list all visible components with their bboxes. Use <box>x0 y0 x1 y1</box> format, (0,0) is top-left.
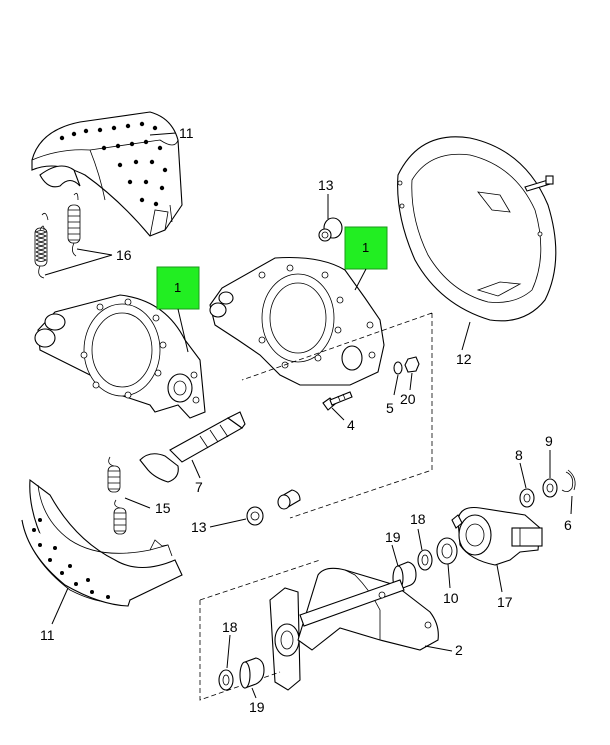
callout-9: 9 <box>545 433 553 449</box>
callout-8: 8 <box>515 447 523 463</box>
brake-spider-right <box>209 257 385 386</box>
nut-20 <box>404 356 420 373</box>
brake-spider-left <box>34 294 206 419</box>
callout-6: 6 <box>564 517 572 533</box>
bolt-4 <box>322 391 353 411</box>
bushing-19-mid <box>392 561 417 591</box>
seal-18-mid <box>417 549 433 571</box>
callout-15: 15 <box>155 500 171 516</box>
callout-13-bottom: 13 <box>191 519 207 535</box>
callout-1-right: 1 <box>362 240 369 255</box>
callout-5: 5 <box>386 400 394 416</box>
springs-15 <box>107 456 127 535</box>
highlight-box-1-right <box>344 226 388 270</box>
brake-shoe-bottom <box>21 478 183 607</box>
callout-20: 20 <box>400 391 416 407</box>
callout-7: 7 <box>195 479 203 495</box>
callout-11-top: 11 <box>179 125 194 141</box>
dust-shield-12 <box>397 136 557 322</box>
callout-19-bottom: 19 <box>249 699 265 715</box>
camshaft-7 <box>139 411 246 483</box>
snap-ring-6 <box>561 469 576 492</box>
callout-1-left: 1 <box>174 280 181 295</box>
bushing-19-bottom <box>239 657 265 689</box>
callout-10: 10 <box>443 590 459 606</box>
washer-5 <box>393 361 403 375</box>
callout-18-bottom: 18 <box>222 619 238 635</box>
callout-4: 4 <box>347 417 355 433</box>
bushing-13-top <box>318 217 343 242</box>
bushing-13-bottom <box>246 489 301 526</box>
callout-2: 2 <box>455 642 463 658</box>
callout-17: 17 <box>497 594 513 610</box>
callout-19-mid: 19 <box>385 529 401 545</box>
washer-9 <box>542 478 558 498</box>
callout-11-bottom: 11 <box>40 627 55 643</box>
camshaft-bracket-2 <box>269 567 439 691</box>
highlight-box-1-left <box>156 266 200 310</box>
callout-13-top: 13 <box>318 177 334 193</box>
callout-18-mid: 18 <box>410 511 426 527</box>
brake-shoe-top <box>31 111 183 237</box>
seal-18-bottom <box>218 669 234 691</box>
washer-10 <box>436 537 458 565</box>
callout-12: 12 <box>456 351 472 367</box>
callout-16: 16 <box>116 247 132 263</box>
return-springs-16 <box>34 192 81 279</box>
assembly-line-upper <box>241 312 433 519</box>
washer-8 <box>519 488 535 508</box>
slack-adjuster-17 <box>451 506 543 566</box>
